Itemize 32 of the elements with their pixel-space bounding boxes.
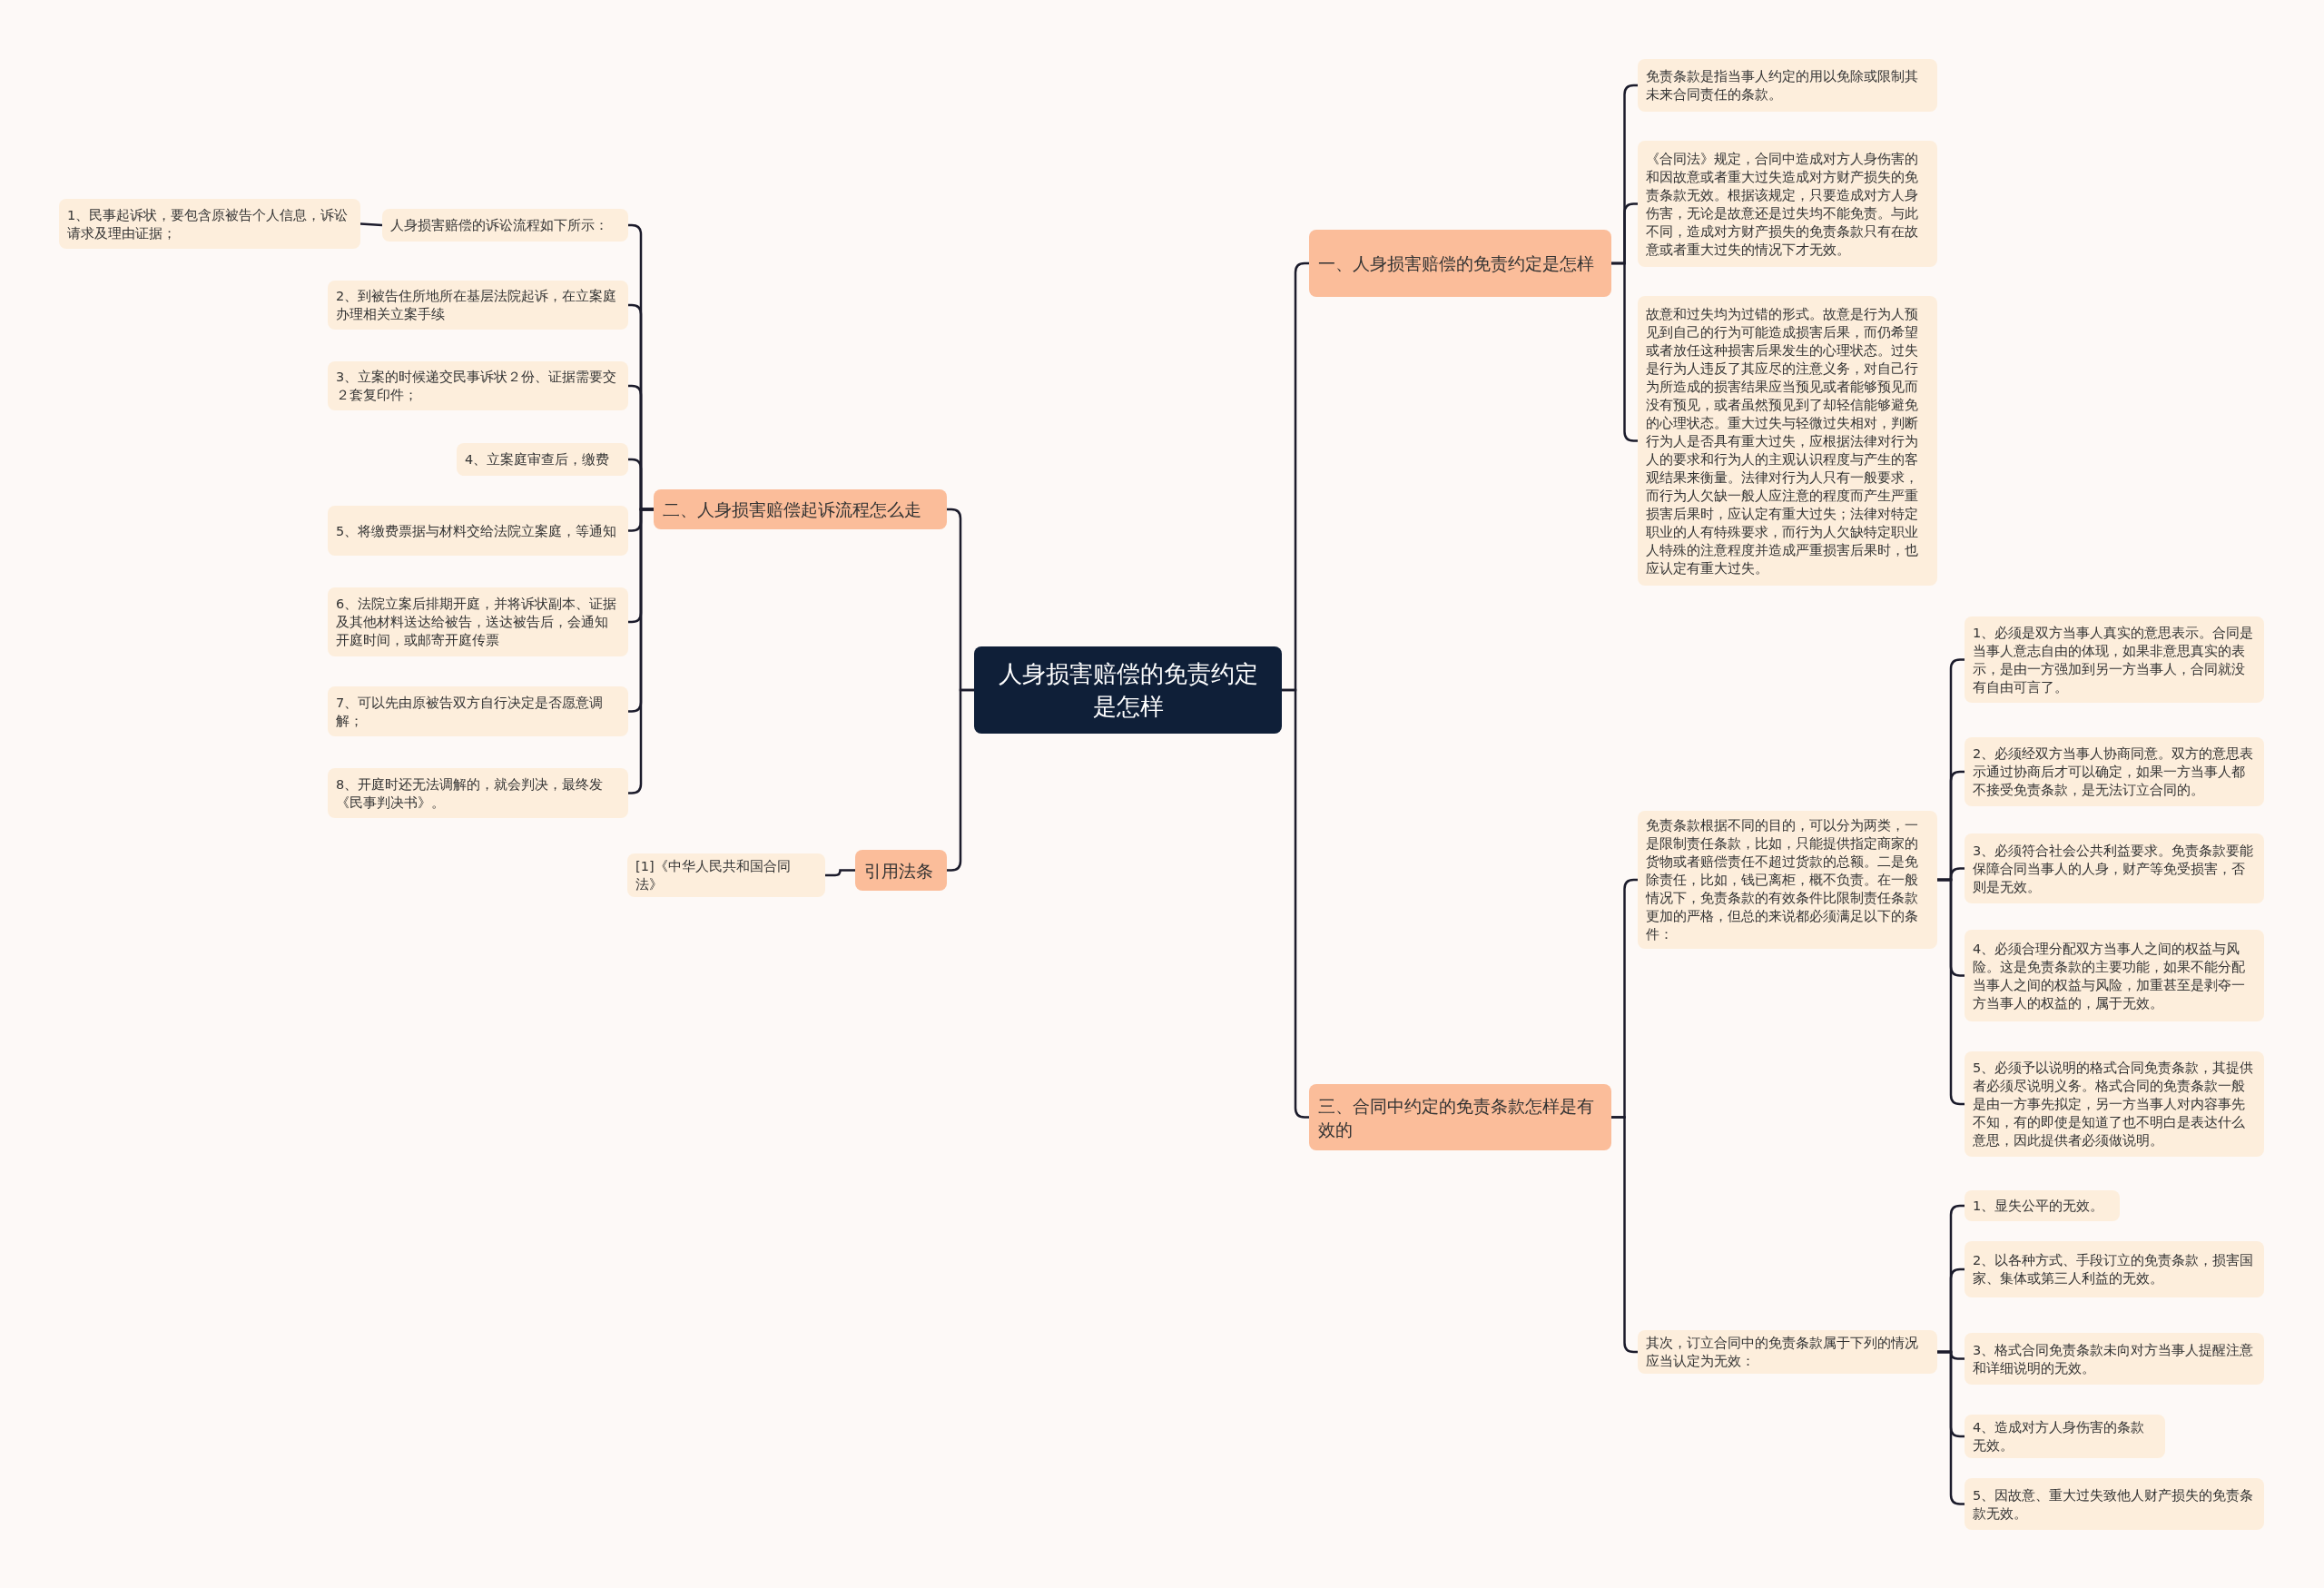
subtopic-box: 6、法院立案后排期开庭，并将诉状副本、证据及其他材料送达给被告，送达被告后，会通知开庭时间，或邮寄开庭传票	[328, 587, 628, 656]
subtopic-box: 免责条款根据不同的目的，可以分为两类，一是限制责任条款，比如，只能提供指定商家的货物或者赔偿责任不超过货款的总额。二是免除责任，比如，钱已离柜，概不负责。在一般情况下，免责条款的有效条件比限制责任条款更加的严格，但总的来说都必须满足以下的条件：	[1638, 811, 1937, 949]
connector-line	[825, 869, 855, 877]
subtopic-box: 1、必须是双方当事人真实的意思表示。合同是当事人意志自由的体现，如果非意思真实的表示，是由一方强加到另一方当事人，合同就没有自由可言了。	[1965, 616, 2264, 703]
subtopic-box: 其次，订立合同中的免责条款属于下列的情况应当认定为无效：	[1638, 1330, 1937, 1374]
subtopic-box: 5、必须予以说明的格式合同免责条款，其提供者必须尽说明义务。格式合同的免责条款一般是由一方事先拟定，另一方当事人对内容事先不知，有的即使是知道了也不明白是表达什么意思，因此提供者必须做说明。	[1965, 1051, 2264, 1157]
subtopic-box: 《合同法》规定，合同中造成对方人身伤害的和因故意或者重大过失造成对方财产损失的免责条款无效。根据该规定，只要造成对方人身伤害，无论是故意还是过失均不能免责。与此不同，造成对方财产损失的免责条款只有在故意或者重大过失的情况下才无效。	[1638, 141, 1937, 267]
branch-topic-box: 一、人身损害赔偿的免责约定是怎样	[1309, 230, 1611, 297]
connector-line	[359, 222, 383, 227]
branch-topic-box: 引用法条	[855, 850, 947, 891]
subtopic-box: 5、因故意、重大过失致他人财产损失的免责条款无效。	[1965, 1478, 2264, 1530]
subtopic-box: 免责条款是指当事人约定的用以免除或限制其未来合同责任的条款。	[1638, 59, 1937, 112]
subtopic-box: 3、格式合同免责条款未向对方当事人提醒注意和详细说明的无效。	[1965, 1333, 2264, 1385]
subtopic-box: 5、将缴费票据与材料交给法院立案庭，等通知	[328, 506, 628, 556]
subtopic-box: 故意和过失均为过错的形式。故意是行为人预见到自己的行为可能造成损害后果，而仍希望或者放任这种损害后果发生的心理状态。过失是行为人违反了其应尽的注意义务，对自己行为所造成的损害结果应当预见或者能够预见而没有预见，或者虽然预见到了却轻信能够避免的心理状态。重大过失与轻微过失相对，判断行为人是否具有重大过失，应根据法律对行为人的要求和行为人的主观认识程度与产生的客观结果来衡量。法律对行为人只有一般要求，而行为人欠缺一般人应注意的程度而产生严重损害后果时，应认定有重大过失；法律对特定职业的人有特殊要求，而行为人欠缺特定职业人特殊的注意程度并造成严重损害后果时，也应认定有重大过失。	[1638, 296, 1937, 586]
subtopic-box: 7、可以先由原被告双方自行决定是否愿意调解；	[328, 686, 628, 736]
branch-topic-box: 二、人身损害赔偿起诉流程怎么走	[654, 489, 947, 529]
subtopic-box: 人身损害赔偿的诉讼流程如下所示：	[382, 209, 628, 242]
branch-topic-box: 三、合同中约定的免责条款怎样是有效的	[1309, 1084, 1611, 1150]
subtopic-box: 2、必须经双方当事人协商同意。双方的意思表示通过协商后才可以确定，如果一方当事人都不接受免责条款，是无法订立合同的。	[1965, 737, 2264, 806]
central-topic-box: 人身损害赔偿的免责约定是怎样	[974, 646, 1282, 734]
subtopic-box: 4、必须合理分配双方当事人之间的权益与风险。这是免责条款的主要功能，如果不能分配当事人之间的权益与风险，加重甚至是剥夺一方当事人的权益的，属于无效。	[1965, 930, 2264, 1021]
subtopic-box: [1]《中华人民共和国合同法》	[627, 853, 825, 897]
subtopic-box: 3、立案的时候递交民事诉状２份、证据需要交２套复印件；	[328, 361, 628, 410]
subtopic-box: 1、民事起诉状，要包含原被告个人信息，诉讼请求及理由证据；	[59, 199, 360, 249]
subtopic-box: 2、到被告住所地所在基层法院起诉，在立案庭办理相关立案手续	[328, 281, 628, 330]
subtopic-box: 4、立案庭审查后，缴费	[457, 443, 628, 476]
subtopic-box: 1、显失公平的无效。	[1965, 1190, 2120, 1221]
subtopic-box: 8、开庭时还无法调解的，就会判决，最终发《民事判决书》。	[328, 768, 628, 818]
subtopic-box: 3、必须符合社会公共利益要求。免责条款要能保障合同当事人的人身，财产等免受损害，否则是无效。	[1965, 833, 2264, 903]
subtopic-box: 2、以各种方式、手段订立的免责条款，损害国家、集体或第三人利益的无效。	[1965, 1241, 2264, 1297]
subtopic-box: 4、造成对方人身伤害的条款无效。	[1965, 1415, 2165, 1458]
